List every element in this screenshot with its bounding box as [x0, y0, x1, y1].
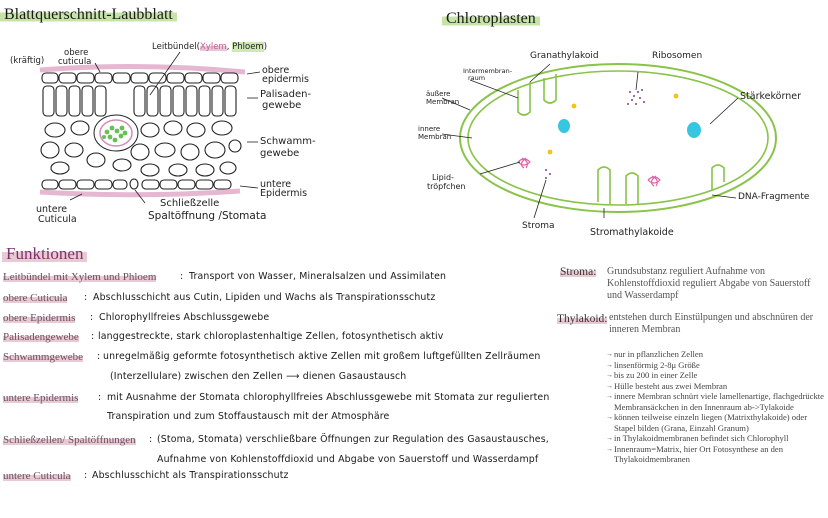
spongy-cells — [40, 120, 242, 177]
sep-obere-cuticula: : — [84, 292, 88, 303]
label-staerkekoerner: Stärkekörner — [740, 91, 801, 102]
label-leitbuendel-suffix: ) — [263, 42, 268, 52]
def-thylakoid-text: entstehen durch Einstülpungen und abschn… — [609, 312, 814, 335]
sep-schliesszellen: : — [149, 434, 153, 445]
lower-epidermis-cells — [41, 178, 232, 190]
label-lipid-2: tröpfchen — [427, 182, 466, 191]
label-kraeftig: (kräftig) — [10, 56, 45, 66]
label-lipid-1: Lipid- — [432, 173, 454, 182]
label-spaltoeffnung: Spaltöffnung /Stomata — [148, 210, 267, 222]
label-obere-cuticula-1: obere — [64, 48, 89, 58]
label-schwamm-1: Schwamm- — [260, 136, 316, 147]
def-stroma-text: Grundsubstanz reguliert Aufnahme von Koh… — [607, 266, 811, 301]
sep-untere-epidermis: : — [98, 392, 102, 403]
palisade-cells — [42, 85, 237, 117]
label-obere-cuticula-2: cuticula — [58, 57, 92, 67]
fact-item: können teilweise einzeln liegen (Matrixt… — [606, 412, 826, 433]
lower-cuticula — [39, 188, 241, 198]
vascular-bundle — [93, 114, 139, 152]
desc-obere-epidermis: Chlorophyllfreies Abschlussgewebe — [99, 312, 270, 323]
ribosomes — [545, 89, 645, 179]
desc-obere-cuticula: Abschlusschicht aus Cutin, Lipiden und W… — [93, 292, 436, 303]
fact-item: Innenraum=Matrix, hier Ort Fotosynthese … — [606, 444, 826, 465]
thylakoid-folds — [517, 74, 725, 204]
chloro-title: Chloroplasten — [442, 10, 540, 28]
label-stromathylakoide: Stromathylakoide — [590, 227, 674, 238]
label-phloem: Phloem — [232, 42, 264, 52]
desc-untere-epidermis-2: Transpiration und zum Stoffaustausch mit… — [107, 411, 390, 422]
term-obere-cuticula: obere Cuticula — [3, 292, 68, 304]
desc-leitbuendel: Transport von Wasser, Mineralsalzen und … — [189, 271, 447, 282]
desc-untere-epidermis: mit Ausnahme der Stomata chlorophyllfrei… — [107, 392, 550, 403]
upper-cuticula — [39, 63, 246, 75]
def-thylakoid-term: Thylakoid: — [557, 313, 608, 325]
dna-fragments — [517, 157, 661, 187]
sep-untere-cuticula: : — [84, 470, 88, 481]
outer-membrane — [459, 63, 777, 213]
label-dna-fragmente: DNA-Fragmente — [738, 192, 810, 202]
desc-untere-cuticula: Abschlusschicht als Transpirationsschutz — [92, 470, 289, 481]
leaf-cross-section-diagram — [39, 51, 261, 204]
label-obere-epidermis-1: obere — [262, 65, 290, 76]
desc-palisadengewebe: langgestreckte, stark chloroplastenhalti… — [98, 331, 444, 342]
desc-schliesszellen-2: Aufnahme von Kohlenstoffdioxid und Abgab… — [157, 454, 539, 465]
fact-item: linsenförmig 2-8μ Größe — [606, 360, 826, 371]
desc-schliesszellen: (Stoma, Stomata) verschließbare Öffnunge… — [157, 434, 549, 445]
label-untere-cuticula-2: Cuticula — [38, 214, 77, 225]
inner-membrane — [467, 70, 769, 206]
label-leitbuendel-prefix: Leitbündel( — [152, 42, 200, 52]
label-xylem: Xylem — [199, 42, 227, 52]
chloroplast-diagram — [441, 63, 777, 219]
label-untere-epidermis-1: untere — [260, 179, 292, 190]
label-obere-epidermis-2: epidermis — [262, 74, 309, 85]
term-untere-cuticula: untere Cuticula — [3, 470, 71, 482]
label-leitbuendel: Leitbündel(Xylem, Phloem) — [152, 42, 268, 52]
fact-item: nur in pflanzlichen Zellen — [606, 349, 826, 360]
label-stroma: Stroma — [522, 221, 555, 231]
label-schwamm-2: gewebe — [260, 148, 300, 159]
fact-item: in Thylakoidmembranen befindet sich Chlo… — [606, 433, 826, 444]
sep-schwammgewebe: : — [97, 351, 101, 362]
label-intermembran-2: raum — [468, 74, 486, 82]
label-untere-epidermis-2: Epidermis — [260, 188, 308, 199]
label-palisaden-2: gewebe — [262, 100, 302, 111]
term-obere-epidermis: obere Epidermis — [3, 312, 76, 324]
leaf-title: Blattquerschnitt-Laubblatt — [0, 6, 177, 24]
label-palisaden-1: Palisaden- — [260, 89, 312, 100]
fact-item: bis zu 200 in einer Zelle — [606, 370, 826, 381]
facts-list: nur in pflanzlichen Zellen linsenförmig … — [606, 349, 826, 465]
label-innere-2: Membran — [418, 133, 452, 141]
fact-item: innere Membran schnürt viele lamellenart… — [606, 391, 826, 412]
label-aeussere-2: Membran — [426, 98, 460, 106]
upper-epidermis-cells — [41, 72, 239, 84]
label-schliesszelle: Schließzelle — [160, 198, 220, 209]
label-untere-cuticula-1: untere — [36, 204, 68, 215]
term-untere-epidermis: untere Epidermis — [3, 392, 79, 404]
label-intermembran-1: Intermembran- — [463, 67, 513, 75]
term-palisadengewebe: Palisadengewebe — [3, 331, 79, 343]
label-granathylakoid: Granathylakoid — [530, 51, 599, 61]
sep-obere-epidermis: : — [90, 312, 94, 323]
desc-schwammgewebe-2: (Interzellulare) zwischen den Zellen ⟶ d… — [110, 371, 407, 382]
label-aeussere-1: äußere — [426, 90, 451, 98]
def-stroma-term: Stroma: — [560, 266, 597, 278]
label-ribosomen: Ribosomen — [652, 51, 703, 61]
term-leitbuendel: Leitbündel mit Xylem und Phloem — [3, 271, 157, 283]
funktionen-title: Funktionen — [2, 244, 88, 264]
term-schliesszellen: Schließzellen/ Spaltöffnungen — [3, 434, 136, 446]
starch-grains — [558, 119, 701, 138]
desc-schwammgewebe: unregelmäßig geformte fotosynthetisch ak… — [103, 351, 541, 362]
lipid-droplets — [547, 93, 679, 155]
fact-item: Hülle besteht aus zwei Membran — [606, 381, 826, 392]
term-schwammgewebe: Schwammgewebe — [3, 351, 84, 363]
sep-leitbuendel: : — [180, 271, 184, 282]
sep-palisadengewebe: : — [91, 331, 95, 342]
label-innere-1: innere — [418, 125, 441, 133]
